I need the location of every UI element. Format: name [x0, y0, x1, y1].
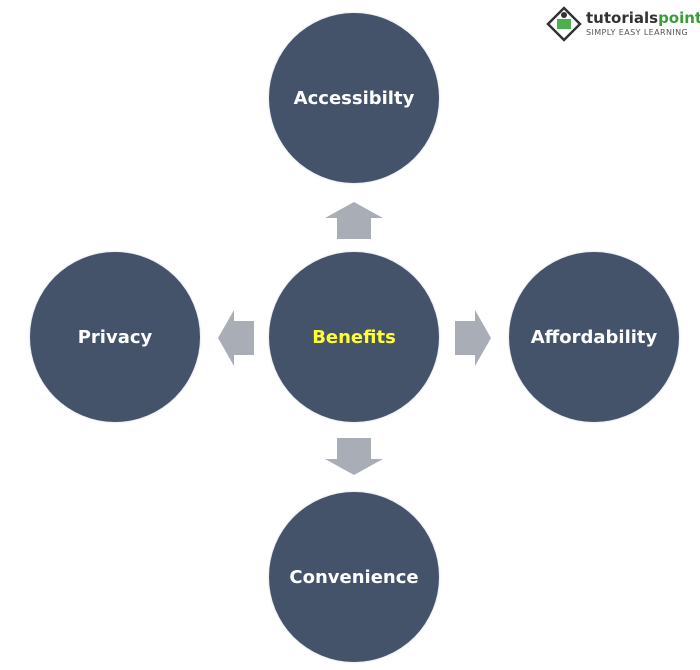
arrow-down-icon: [325, 438, 383, 475]
logo-icon: [546, 6, 582, 42]
node-label: Accessibilty: [293, 87, 415, 109]
center-label: Benefits: [312, 326, 396, 348]
node-convenience: Convenience: [269, 492, 439, 662]
node-label: Privacy: [77, 326, 153, 348]
node-privacy: Privacy: [30, 252, 200, 422]
logo-tagline: SIMPLY EASY LEARNING: [586, 28, 689, 37]
node-accessibility: Accessibilty: [269, 13, 439, 183]
tutorialspoint-logo: tutorialspoint SIMPLY EASY LEARNING: [546, 6, 700, 42]
arrow-right-icon: [455, 310, 491, 366]
node-label: Affordability: [530, 326, 658, 348]
arrow-up-icon: [325, 202, 383, 239]
node-label: Convenience: [289, 566, 419, 588]
arrow-left-icon: [218, 310, 254, 366]
node-benefits-center: Benefits: [269, 252, 439, 422]
logo-text-1: tutorials: [586, 9, 659, 27]
node-affordability: Affordability: [509, 252, 679, 422]
logo-text-2: point: [658, 9, 700, 27]
